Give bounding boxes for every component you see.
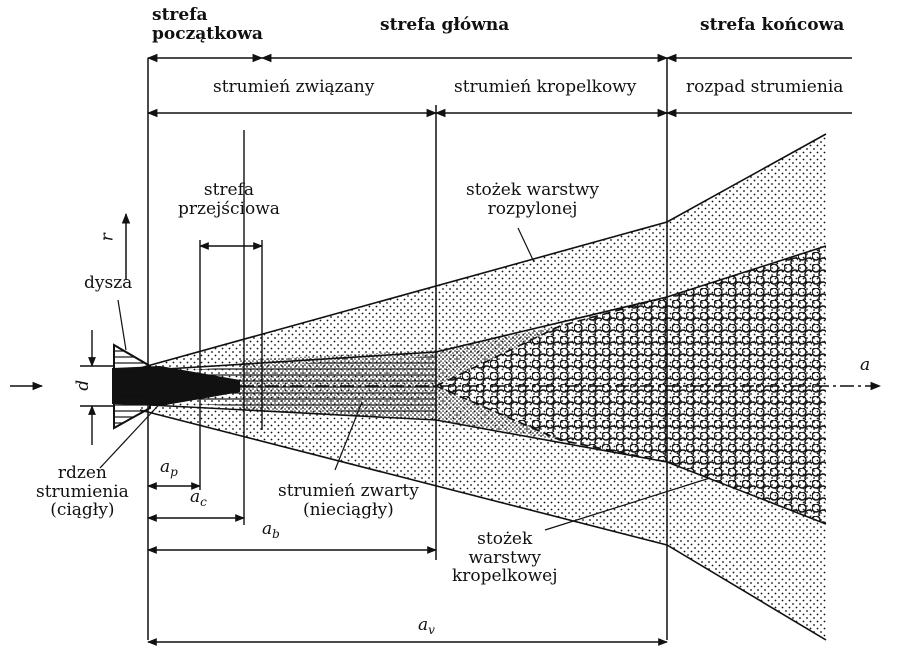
compact-jet-label: strumień zwarty (nieciągły)	[278, 481, 419, 520]
subzone-droplet-label: strumień kropelkowy	[454, 77, 637, 97]
zone-main-label: strefa główna	[380, 15, 510, 35]
dim-ab: ab	[262, 520, 280, 541]
d-dimension	[80, 330, 114, 445]
dim-ac-sub: c	[200, 495, 207, 509]
a-axis-label: a	[860, 355, 871, 375]
dim-av-sub: v	[428, 623, 435, 637]
zone-end-label: strefa końcowa	[700, 15, 845, 35]
leader-lines	[99, 227, 711, 531]
nozzle-shape	[113, 343, 151, 430]
d-label: d	[73, 379, 94, 391]
jet-core-label: rdzeń strumienia (ciągły)	[36, 463, 129, 521]
cone-boundaries	[139, 133, 827, 641]
droplet-cone-region	[436, 246, 826, 524]
dim-ap-base: a	[160, 457, 171, 477]
nozzle-label: dysza	[84, 273, 133, 293]
dim-ap: ap	[160, 458, 178, 479]
dim-ac: ac	[190, 488, 207, 509]
droplet-cone-label: stożek warstwy kropelkowej	[452, 529, 558, 587]
transition-brackets	[199, 130, 263, 525]
subzone-bound-label: strumień związany	[213, 77, 375, 97]
dim-av-base: a	[418, 615, 429, 635]
zone-initial-label: strefa początkowa	[152, 5, 263, 44]
dim-ab-base: a	[262, 519, 273, 539]
spray-cone-label: stożek warstwy rozpylonej	[466, 180, 600, 219]
dim-ab-sub: b	[272, 527, 280, 541]
dim-av: av	[418, 616, 435, 637]
transition-zone-label: strefa przejściowa	[178, 180, 280, 219]
r-axis-label: r	[97, 233, 118, 242]
subzone-breakup-label: rozpad strumienia	[686, 77, 844, 97]
dim-ap-sub: p	[170, 465, 178, 479]
dim-ac-base: a	[190, 487, 201, 507]
length-dimensions	[147, 482, 668, 646]
